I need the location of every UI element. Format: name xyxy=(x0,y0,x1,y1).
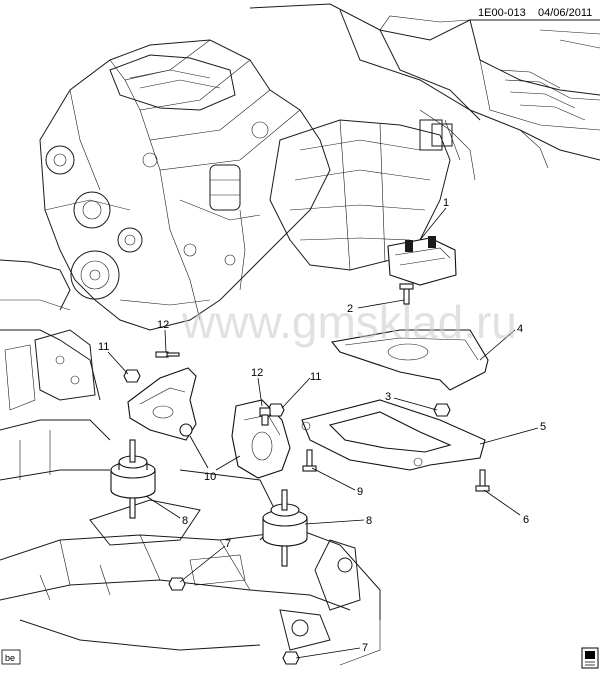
callout-4: 4 xyxy=(517,323,523,335)
part-9-bolt xyxy=(302,449,317,472)
callout-12-right: 12 xyxy=(251,367,263,379)
callout-3: 3 xyxy=(385,391,391,403)
diagram-date: 04/06/2011 xyxy=(538,7,592,19)
view-tag-text: be xyxy=(5,653,15,663)
view-tag: be xyxy=(1,649,21,665)
part-12-bolt-right xyxy=(259,407,271,426)
callout-11-left: 11 xyxy=(98,341,109,353)
part-4-transmission-bracket xyxy=(330,329,489,391)
callout-12-left: 12 xyxy=(157,319,169,331)
leader-lines xyxy=(107,207,539,659)
callout-1: 1 xyxy=(443,197,449,209)
part-7-nut-right xyxy=(282,651,300,665)
callout-7-lower: 7 xyxy=(362,642,368,654)
part-10-bracket-left xyxy=(127,367,197,441)
part-1-transmission-mount xyxy=(387,236,457,286)
part-10-bracket-right xyxy=(231,399,291,479)
part-8-engine-mount-right xyxy=(262,489,308,567)
part-5-crossmember xyxy=(301,399,486,471)
callout-11-right: 11 xyxy=(310,371,321,383)
front-crossmember xyxy=(0,469,381,666)
part-11-nut-left xyxy=(123,369,141,383)
callout-10: 10 xyxy=(204,471,216,483)
watermark: www.gmsklad.ru xyxy=(181,296,517,348)
part-3-nut xyxy=(433,403,451,417)
floor-pan-structure xyxy=(249,3,600,181)
part-8-engine-mount-left xyxy=(110,439,156,519)
callout-8-right: 8 xyxy=(366,515,372,527)
part-6-bolt xyxy=(475,469,490,492)
callout-6: 6 xyxy=(523,514,529,526)
callout-9: 9 xyxy=(357,486,363,498)
callout-5: 5 xyxy=(540,421,546,433)
engine-assembly xyxy=(39,39,331,331)
diagram-code: 1E00-013 xyxy=(478,7,526,19)
callout-labels: 1 2 3 4 5 6 7 7 8 8 9 10 11 11 12 12 xyxy=(98,197,546,654)
part-12-bolt-left xyxy=(155,351,180,358)
part-2-bolt xyxy=(399,283,414,305)
book-icon xyxy=(581,647,599,669)
callout-7-upper: 7 xyxy=(225,538,231,550)
callout-2: 2 xyxy=(347,303,353,315)
left-frame-structure xyxy=(0,259,111,481)
callout-8-left: 8 xyxy=(182,515,188,527)
